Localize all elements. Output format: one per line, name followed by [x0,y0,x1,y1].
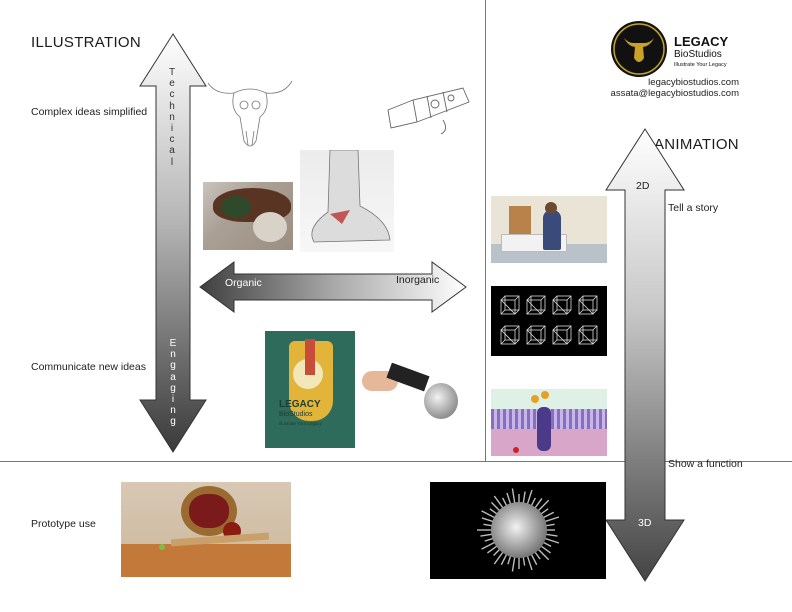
prototype-scene-icon [121,482,291,577]
clinic-scene-icon [491,196,607,263]
virus-spike [481,510,497,519]
virus-spike [490,501,502,513]
poster-brand-sub: BioStudios [279,411,313,418]
animation-title: ANIMATION [654,136,739,153]
virus-spike [511,488,516,505]
axis-letter: c [169,134,175,146]
drill-device-icon [362,363,467,427]
virus-spike [526,489,533,506]
axis-letter: h [169,100,175,112]
wireframe-cube-icon [500,295,520,315]
virus-spike [536,499,550,513]
wireframe-cubes-icon [491,286,607,356]
logo-tagline: Illustrate Your Legacy [674,62,727,68]
divider-vertical [485,0,486,462]
virus-spike [522,491,526,505]
axis-inorganic: Inorganic [396,274,440,286]
virus-spike [511,555,516,572]
technical-engaging-arrow [139,33,207,453]
wireframe-cube-icon [552,295,572,315]
axis-letter: l [170,156,174,168]
wireframe-cube-icon [552,325,572,345]
axis-letter: n [170,349,176,361]
bull-logo-icon [611,21,667,77]
label-show-function: Show a function [668,458,743,470]
poster-brand-name: LEGACY [279,399,321,410]
axis-letter: a [170,371,176,383]
axis-letter: i [170,122,174,134]
virus-spike [541,511,555,519]
illustration-title: ILLUSTRATION [31,34,142,51]
axis-letter: e [169,78,175,90]
virus-spike [543,537,560,544]
label-communicate-ideas: Communicate new ideas [31,361,146,373]
divider-horizontal [0,461,792,462]
wireframe-cube-icon [578,295,598,315]
axis-letter: T [168,67,176,78]
virus-spike [539,544,551,554]
wireframe-cube-icon [500,325,520,345]
axis-2d: 2D [636,180,650,192]
virus-spike [544,533,558,537]
wireframe-cube-icon [526,325,546,345]
virus-spike [481,517,495,523]
2d-3d-arrow [605,128,685,582]
organic-inorganic-arrow [199,261,467,313]
virus-spike [480,533,494,537]
axis-letter: g [170,382,176,394]
virus-spike [500,552,508,566]
wireframe-cube-icon [578,325,598,345]
wireframe-cube-icon [526,295,546,315]
logo-sub: BioStudios [674,49,722,60]
virus-spike [481,541,497,550]
device-sketch-icon [387,87,470,135]
virus-spike [543,516,560,523]
axis-letter: n [169,111,175,123]
saddle-photo-icon [203,182,293,250]
axis-organic: Organic [225,277,262,289]
cell-membrane-icon [491,389,607,456]
contact-email: assata@legacybiostudios.com [610,88,739,99]
virus-spike [526,554,533,571]
axis-letter: g [170,360,176,372]
label-tell-story: Tell a story [668,202,719,214]
bull-skull-sketch-icon [207,80,293,147]
poster-brand-tagline: Illustrate Your Legacy [279,421,323,426]
axis-letter: a [169,145,175,157]
virus-spike [506,492,512,506]
axis-letter: i [171,393,175,405]
axis-letter: E [169,338,177,349]
label-complex-ideas: Complex ideas simplified [31,106,148,118]
virus-spike [536,547,550,561]
virus-render-icon [430,482,606,579]
virus-spike [487,544,499,554]
virus-spike [533,498,543,510]
logo: LEGACY BioStudios Illustrate Your Legacy [610,20,740,78]
anatomy-poster-icon: LEGACY BioStudios Illustrate Your Legacy [265,331,355,448]
virus-spike [493,550,505,565]
axis-3d: 3D [638,517,652,529]
ankle-sketch-icon [300,150,394,252]
virus-spike [530,552,538,566]
axis-letter: c [169,89,175,101]
axis-letter: g [170,416,176,428]
logo-name: LEGACY [674,34,729,49]
label-prototype-use: Prototype use [31,518,96,530]
virus-spike [493,495,505,510]
axis-letter: n [170,405,176,417]
contact-website: legacybiostudios.com [648,77,739,88]
